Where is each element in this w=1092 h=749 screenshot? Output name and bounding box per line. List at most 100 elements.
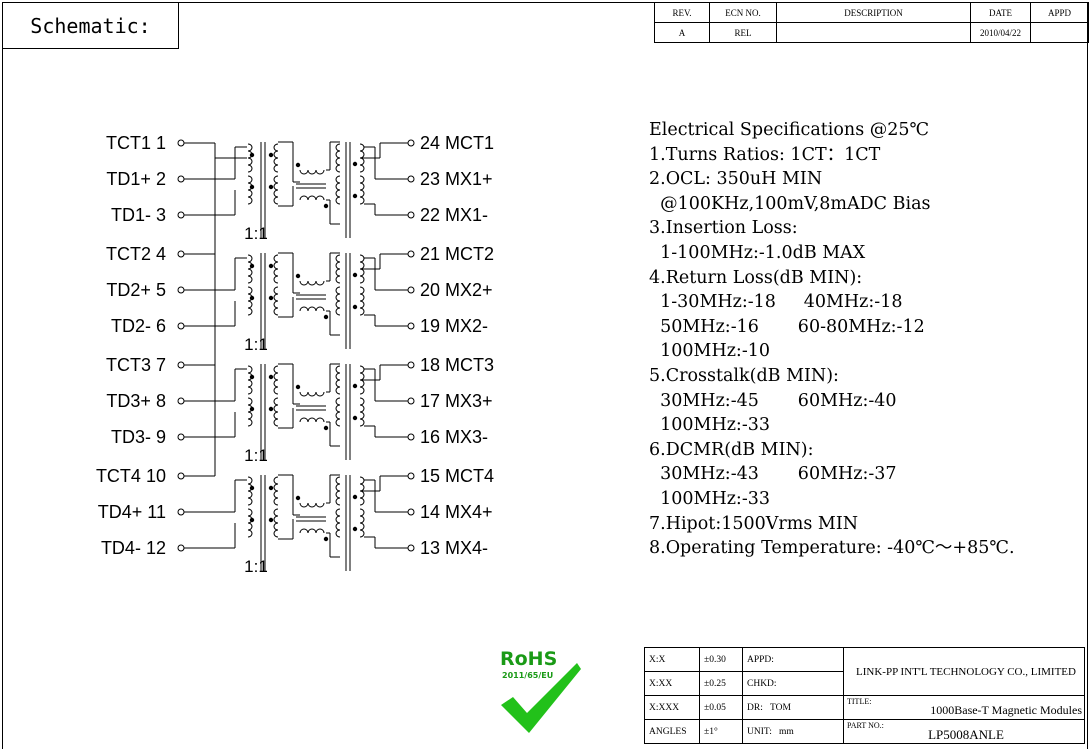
pin-number: 18	[420, 355, 441, 375]
date-value: 2010/04/22	[970, 22, 1031, 43]
rohs-directive: 2011/65/EU	[502, 671, 553, 680]
ecn-value: REL	[709, 22, 777, 43]
spec-line: @100KHz,100mV,8mADC Bias	[649, 193, 931, 214]
unit-cell: UNIT: mm	[742, 719, 844, 744]
pin-number: 7	[155, 355, 166, 375]
spec-line: 100MHz:-33	[649, 415, 771, 436]
right-pin-label: 16 MX3-	[420, 427, 488, 447]
right-pin-label: 24 MCT1	[420, 133, 494, 153]
part-label: PART NO.:	[847, 721, 884, 730]
title-value: 1000Base-T Magnetic Modules	[930, 703, 1082, 717]
pin-name: TD2-	[110, 316, 151, 336]
pin-number: 23	[420, 169, 441, 189]
right-pin-label: 14 MX4+	[420, 502, 493, 522]
right-pin-label: 13 MX4-	[420, 538, 488, 558]
description-header: DESCRIPTION	[776, 2, 971, 23]
pin-name: TD4-	[100, 538, 141, 558]
title-label: TITLE:	[847, 697, 872, 706]
left-pin-label: TCT1 1	[0, 133, 176, 153]
pin-name: MX3+	[445, 391, 493, 411]
pin-number: 14	[420, 502, 441, 522]
spec-line: 7.Hipot:1500Vrms MIN	[649, 513, 859, 534]
pin-number: 15	[420, 466, 441, 486]
title-cell: TITLE: 1000Base-T Magnetic Modules	[843, 695, 1085, 720]
pin-number: 1	[155, 133, 166, 153]
tol-label: X:XXX	[644, 695, 700, 720]
pin-number: 11	[147, 502, 166, 522]
pin-number: 12	[145, 538, 166, 558]
pin-name: MCT1	[445, 133, 495, 153]
spec-line: 1.Turns Ratios: 1CT：1CT	[649, 144, 881, 165]
appd-value	[1030, 22, 1089, 43]
pin-name: MCT3	[445, 355, 495, 375]
right-pin-label: 23 MX1+	[420, 169, 493, 189]
turns-ratio-label: 1:1	[244, 557, 268, 576]
spec-line: 2.OCL: 350uH MIN	[649, 169, 823, 190]
appd-header: APPD	[1030, 2, 1089, 23]
pin-number: 9	[155, 427, 166, 447]
pin-name: MX4-	[445, 538, 489, 558]
part-cell: PART NO.: LP5008ANLE	[843, 719, 1085, 744]
left-pin-label: TD3- 9	[0, 427, 176, 447]
pin-name: MX1-	[445, 205, 489, 225]
spec-line: 30MHz:-43 60MHz:-37	[649, 464, 897, 485]
schematic-title-box: Schematic:	[2, 2, 179, 49]
rohs-title: RoHS	[500, 648, 557, 670]
pin-name: TD4+	[97, 502, 143, 522]
right-pin-label: 17 MX3+	[420, 391, 493, 411]
title-block: X:X ±0.30 APPD: LINK-PP INT'L TECHNOLOGY…	[644, 647, 1085, 744]
right-pin-label: 15 MCT4	[420, 466, 494, 486]
company-name: LINK-PP INT'L TECHNOLOGY CO., LIMITED	[843, 647, 1085, 696]
pin-name: TD3+	[106, 391, 151, 411]
schematic-title: Schematic:	[30, 13, 151, 38]
dr-value: TOM	[769, 702, 791, 713]
revision-table: REV. ECN NO. DESCRIPTION DATE APPD A REL…	[654, 2, 1089, 43]
pin-name: MX1+	[445, 169, 493, 189]
spec-line: 30MHz:-45 60MHz:-40	[649, 390, 897, 411]
left-pin-label: TCT4 10	[0, 466, 176, 486]
turns-ratio-label: 1:1	[244, 224, 268, 243]
pin-name: TD3-	[110, 427, 151, 447]
pin-number: 3	[155, 205, 166, 225]
pin-number: 10	[145, 466, 166, 486]
chkd-label: CHKD:	[742, 671, 844, 696]
pin-name: MX2+	[445, 280, 493, 300]
pin-number: 2	[155, 169, 166, 189]
tol-value: ±0.25	[699, 671, 743, 696]
right-pin-label: 18 MCT3	[420, 355, 494, 375]
pin-name: MX4+	[445, 502, 493, 522]
pin-name: MCT4	[445, 466, 495, 486]
pin-number: 8	[155, 391, 166, 411]
ecn-header: ECN NO.	[709, 2, 777, 23]
left-pin-label: TCT2 4	[0, 244, 176, 264]
pin-number: 5	[155, 280, 166, 300]
right-pin-label: 20 MX2+	[420, 280, 493, 300]
left-pin-label: TD2- 6	[0, 316, 176, 336]
pin-number: 22	[420, 205, 441, 225]
pin-name: MX3-	[445, 427, 489, 447]
unit-value: mm	[778, 726, 794, 737]
right-pin-label: 22 MX1-	[420, 205, 488, 225]
left-pin-label: TD2+ 5	[0, 280, 176, 300]
part-value: LP5008ANLE	[928, 726, 1004, 742]
tol-value: ±1°	[699, 719, 743, 744]
pin-name: MX2-	[445, 316, 489, 336]
date-header: DATE	[970, 2, 1031, 23]
right-pin-label: 21 MCT2	[420, 244, 494, 264]
turns-ratio-label: 1:1	[244, 446, 268, 465]
pin-name: TD1+	[106, 169, 151, 189]
spec-line: 6.DCMR(dB MIN):	[649, 439, 814, 460]
spec-line: 3.Insertion Loss:	[649, 218, 798, 239]
right-pin-label: 19 MX2-	[420, 316, 488, 336]
spec-line: Electrical Specifications @25℃	[649, 120, 930, 140]
tol-label: X:X	[644, 647, 700, 672]
pin-number: 24	[420, 133, 441, 153]
dr-label: DR:	[747, 702, 763, 713]
unit-label: UNIT:	[747, 726, 772, 737]
tol-value: ±0.05	[699, 695, 743, 720]
spec-line: 4.Return Loss(dB MIN):	[649, 267, 863, 288]
pin-number: 4	[155, 244, 166, 264]
tol-label: X:XX	[644, 671, 700, 696]
